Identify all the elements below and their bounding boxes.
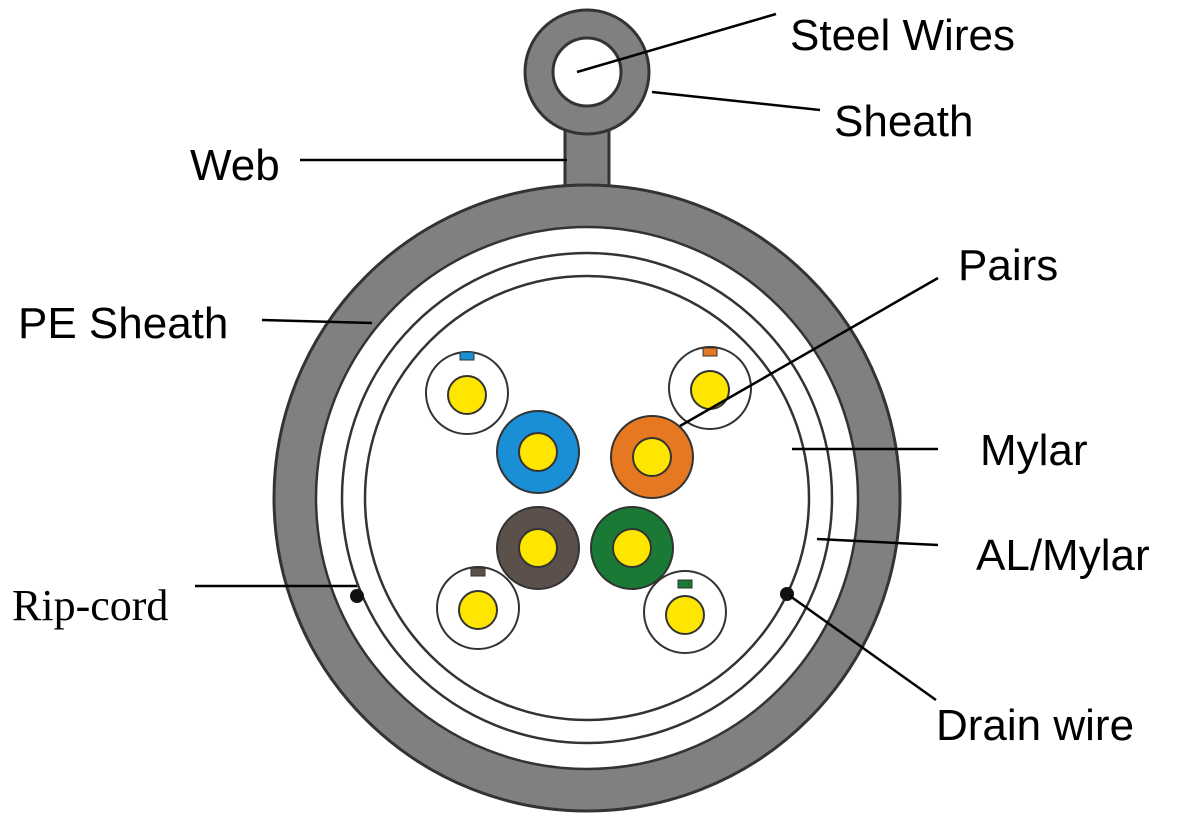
pair-green xyxy=(590,506,674,590)
label-steel-wires: Steel Wires xyxy=(790,11,1015,60)
label-al-mylar: AL/Mylar xyxy=(976,531,1150,580)
label-sheath: Sheath xyxy=(834,97,973,146)
pair-blue xyxy=(496,410,580,494)
pair-orange-white xyxy=(668,346,752,430)
pair-green-white xyxy=(643,570,727,654)
core-boundary xyxy=(363,274,811,722)
label-drain-wire: Drain wire xyxy=(936,701,1134,750)
steel-wires xyxy=(551,36,623,108)
leader-steel-wires xyxy=(576,12,777,74)
leader-sheath xyxy=(651,90,821,112)
labels: Steel Wires Sheath Web PE Sheath Pairs M… xyxy=(12,11,1150,750)
label-mylar: Mylar xyxy=(980,426,1088,475)
label-rip-cord: Rip-cord xyxy=(12,581,168,630)
pair-brown xyxy=(496,506,580,590)
rip-cord-dot xyxy=(350,589,364,603)
leader-lines xyxy=(195,12,939,702)
pair-brown-white xyxy=(436,566,520,650)
label-web: Web xyxy=(190,141,280,190)
pair-blue-white xyxy=(425,351,509,435)
leader-drain-wire xyxy=(789,594,937,702)
messenger xyxy=(523,8,651,200)
leader-pairs xyxy=(679,276,939,428)
leader-al-mylar xyxy=(816,537,939,547)
leader-pe-sheath xyxy=(261,318,373,325)
cable-body xyxy=(272,183,902,813)
pair-orange xyxy=(610,415,694,499)
pairs xyxy=(425,346,752,654)
label-pe-sheath: PE Sheath xyxy=(18,299,228,348)
drain-wire-dot xyxy=(780,587,794,601)
label-pairs: Pairs xyxy=(958,241,1058,290)
